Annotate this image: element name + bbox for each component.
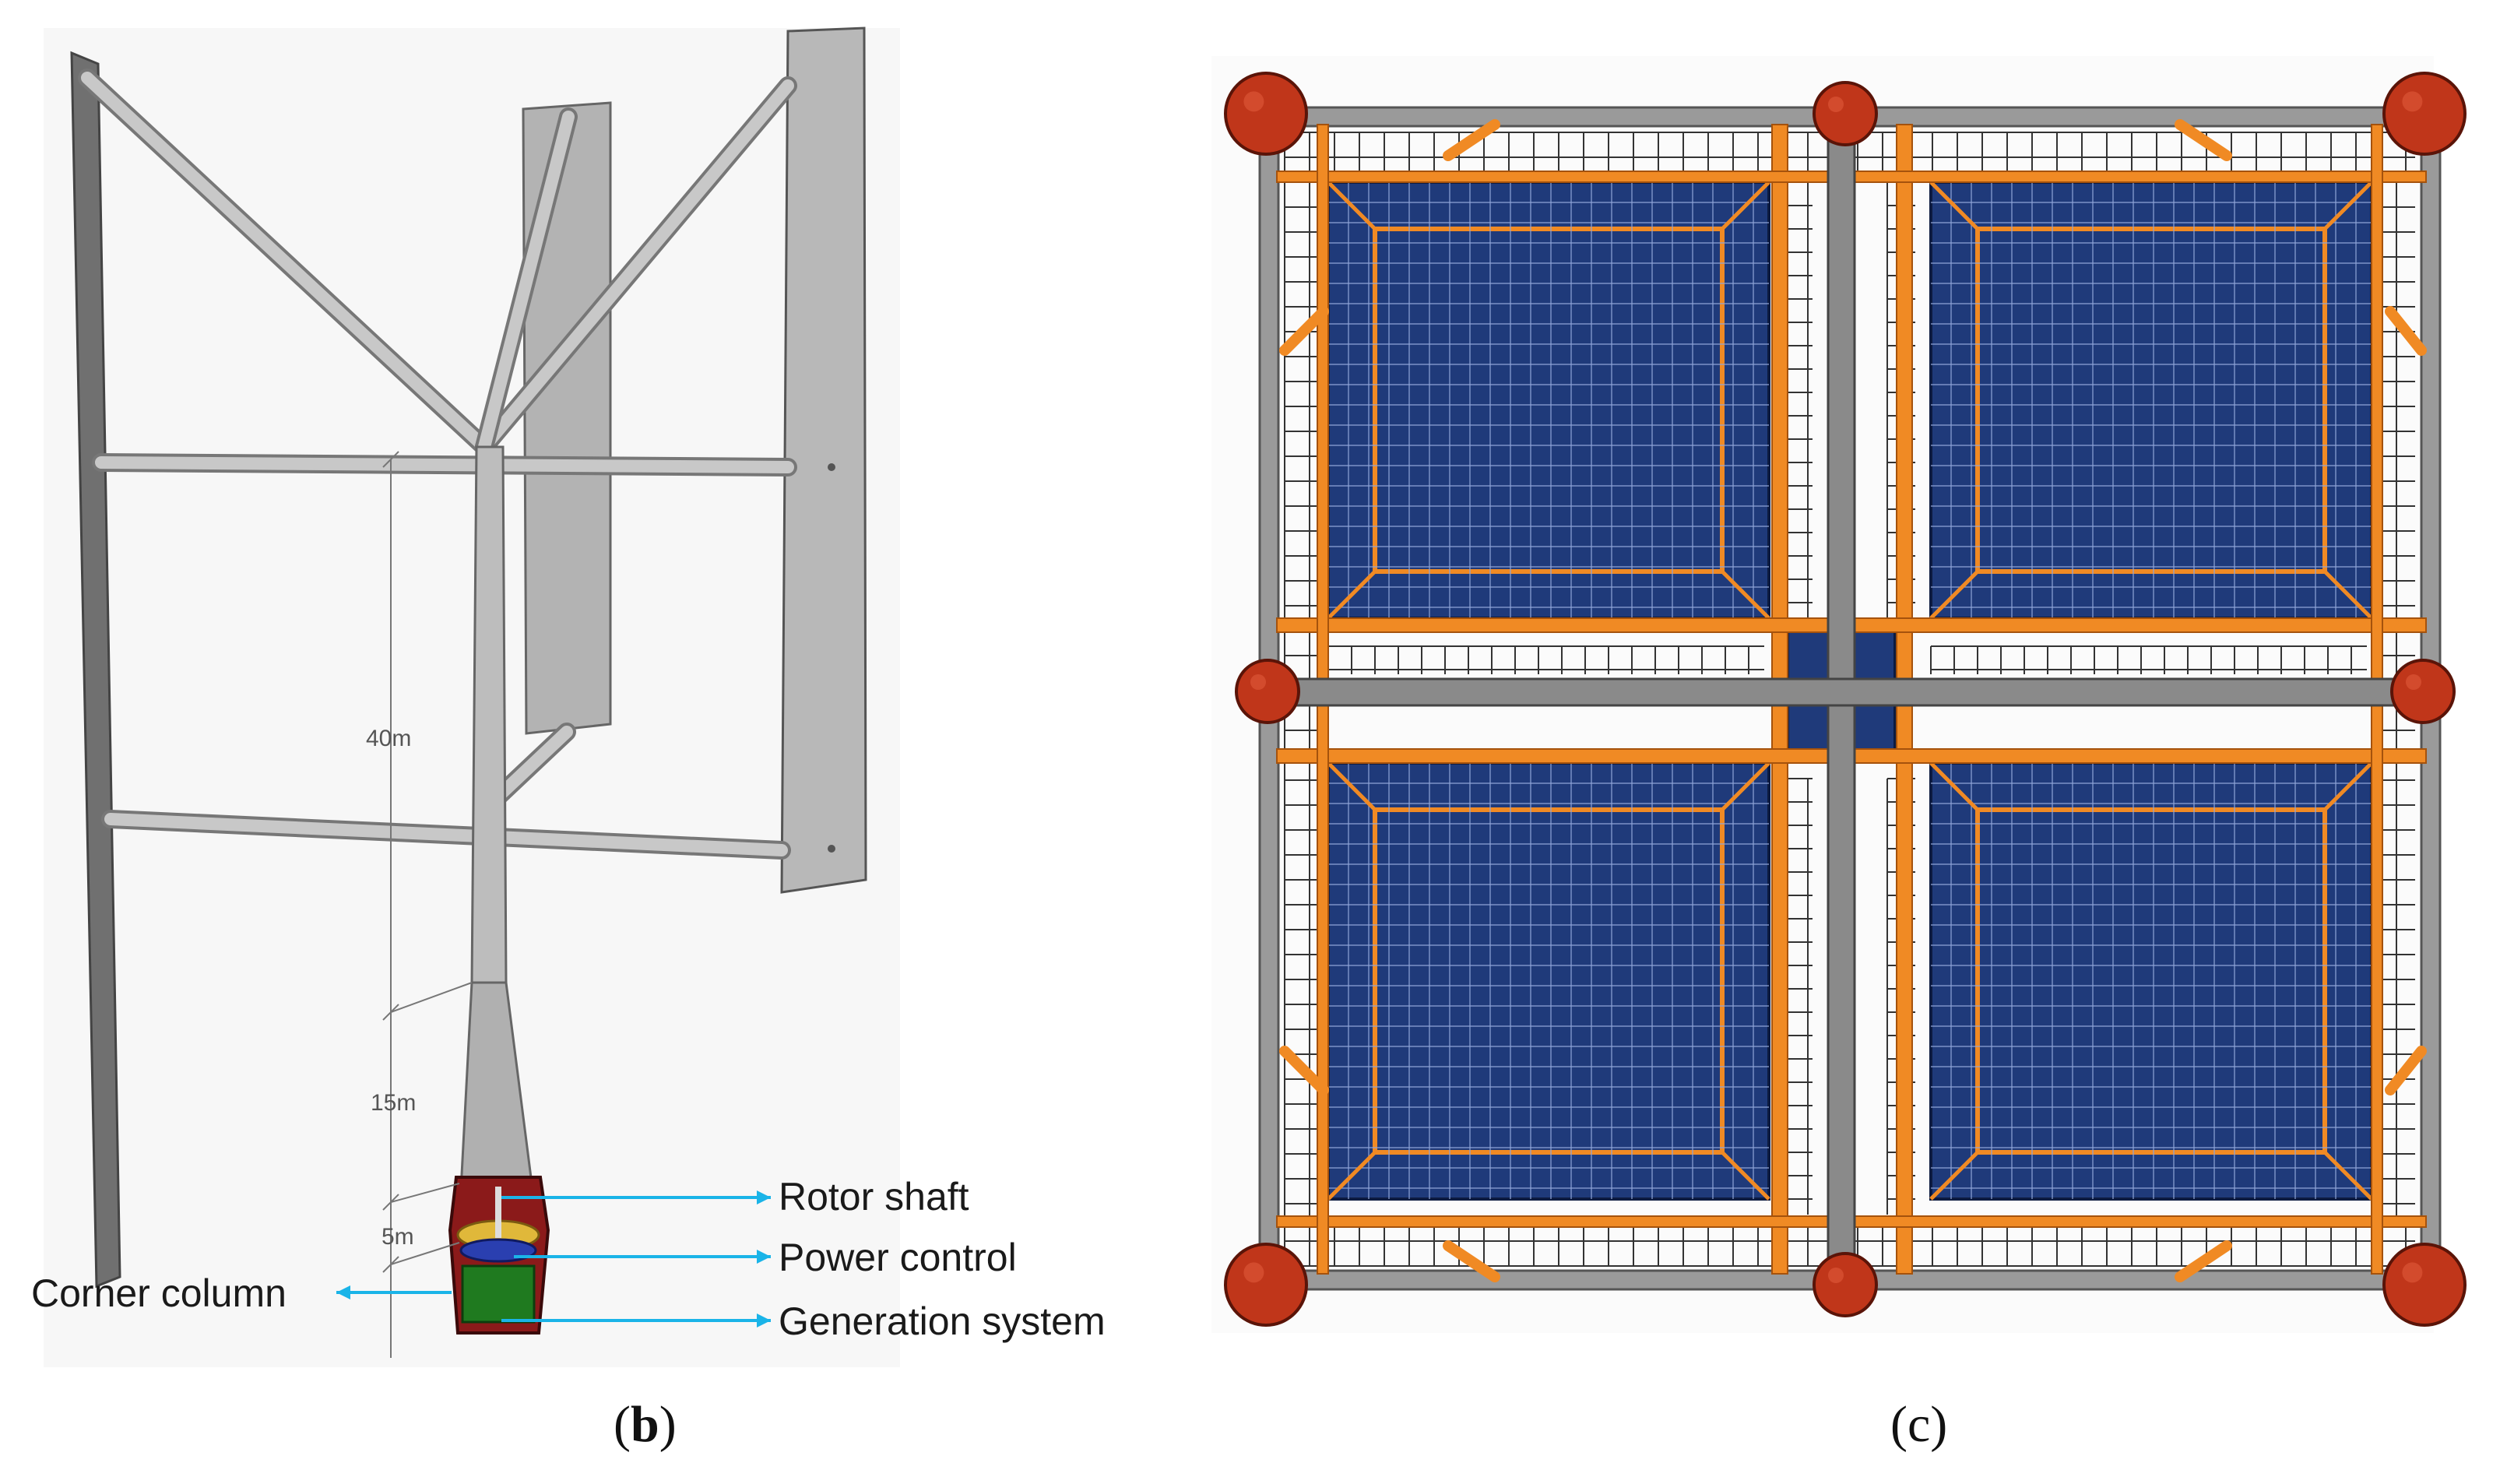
float-corner-bottom-right — [2382, 1243, 2467, 1327]
solar-array-top-left-tie-tl — [1327, 181, 1377, 230]
solar-array-top-left-inner-frame — [1373, 227, 1725, 574]
brace-left-bottom — [1279, 1046, 1329, 1095]
float-corner-bottom-right-highlight — [2402, 1262, 2423, 1283]
solar-array-bottom-right-cell-grid — [1931, 763, 2372, 1199]
float-corner-top-left — [1224, 72, 1308, 156]
power-control-label: Power control — [779, 1236, 1017, 1279]
back-blade — [522, 101, 612, 735]
float-corner-bottom-left — [1224, 1243, 1308, 1327]
float-corner-top-right-highlight — [2402, 91, 2423, 112]
right-blade — [780, 26, 867, 894]
brace-bottom-right — [2175, 1240, 2232, 1282]
float-mid-top — [1813, 81, 1878, 146]
float-mid-left — [1235, 659, 1300, 724]
dimension-leader-15m — [390, 982, 473, 1013]
dimension-40m: 40m — [366, 726, 412, 751]
blade-bolt-lower — [828, 845, 835, 853]
brace-bottom-left — [1443, 1240, 1500, 1282]
dimension-15m: 15m — [371, 1090, 417, 1116]
caption-b-letter: b — [630, 1396, 659, 1453]
mesh-net-center-left — [1327, 645, 1764, 674]
corner-column-arrow-head — [336, 1285, 350, 1299]
gray-truss-horizontal — [1275, 677, 2428, 707]
brace-right-bottom — [2385, 1046, 2427, 1095]
solar-array-top-right — [1929, 181, 2373, 620]
blade-bolt-upper — [828, 463, 835, 471]
dimension-tick-top — [382, 451, 399, 468]
solar-array-top-left — [1327, 181, 1770, 620]
strut-upper-left-diagonal-highlight — [81, 72, 490, 453]
float-mid-right — [2390, 659, 2456, 724]
strut-upper-back-diagonal-highlight — [478, 111, 575, 453]
brace-top-left — [1443, 119, 1500, 161]
brace-top-right — [2175, 119, 2232, 161]
solar-array-top-right-inner-frame — [1975, 227, 2327, 574]
solar-array-bottom-right-tie-br — [2323, 1151, 2373, 1201]
dimension-5m: 5m — [382, 1224, 414, 1250]
solar-array-bottom-left-tie-bl — [1327, 1151, 1377, 1201]
rotor-shaft-label: Rotor shaft — [779, 1175, 969, 1218]
float-corner-bottom-left-highlight — [1243, 1262, 1264, 1283]
solar-array-top-left-tie-tr — [1721, 181, 1770, 230]
generation-system-label: Generation system — [779, 1299, 1106, 1343]
solar-array-top-right-tie-tl — [1929, 181, 1979, 230]
solar-array-top-right-tie-bl — [1929, 570, 1979, 620]
solar-array-top-right-tie-tr — [2323, 181, 2373, 230]
solar-array-top-left-tie-br — [1721, 570, 1770, 620]
caption-c: (c) — [1890, 1396, 1948, 1453]
mesh-net-center-right — [1930, 645, 2367, 674]
brace-right-top — [2385, 306, 2427, 356]
generation-system-arrow-head — [757, 1313, 771, 1328]
caption-b: (b) — [614, 1395, 677, 1454]
left-blade — [70, 51, 121, 1289]
solar-array-top-right-cell-grid — [1931, 182, 2372, 618]
caption-b-close: ) — [659, 1396, 677, 1453]
solar-array-bottom-right — [1929, 761, 2373, 1201]
float-mid-bottom-highlight — [1828, 1268, 1844, 1283]
float-mid-left-highlight — [1250, 674, 1266, 690]
solar-array-bottom-left-tie-tr — [1721, 761, 1770, 811]
strut-lower-horizontal-highlight — [104, 813, 788, 856]
solar-array-bottom-left-inner-frame — [1373, 807, 1725, 1155]
float-mid-right-highlight — [2406, 674, 2421, 690]
solar-array-top-left-cell-grid — [1328, 182, 1769, 618]
solar-array-top-right-tie-br — [2323, 570, 2373, 620]
solar-array-bottom-left-tie-tl — [1327, 761, 1377, 811]
solar-array-top-left-tie-bl — [1327, 570, 1377, 620]
solar-array-bottom-right-tie-tl — [1929, 761, 1979, 811]
dimension-leader-5m-top — [390, 1183, 460, 1203]
float-corner-top-left-highlight — [1243, 91, 1264, 112]
dimension-leader-5m-bottom — [390, 1242, 460, 1265]
corner-column-label: Corner column — [31, 1271, 287, 1315]
power-control-arrow-head — [757, 1250, 771, 1264]
caption-b-open: ( — [614, 1396, 631, 1453]
solar-array-bottom-left-tie-br — [1721, 1151, 1770, 1201]
solar-array-bottom-right-inner-frame — [1975, 807, 2327, 1155]
float-mid-bottom — [1813, 1252, 1878, 1317]
float-mid-top-highlight — [1828, 97, 1844, 112]
solar-array-bottom-right-tie-bl — [1929, 1151, 1979, 1201]
solar-array-bottom-left-cell-grid — [1328, 763, 1769, 1199]
strut-upper-right-diagonal-highlight — [478, 79, 794, 453]
float-corner-top-right — [2382, 72, 2467, 156]
solar-array-bottom-right-tie-tr — [2323, 761, 2373, 811]
strut-upper-horizontal-highlight — [95, 456, 794, 473]
generation-system-unit — [461, 1264, 536, 1324]
solar-array-bottom-left — [1327, 761, 1770, 1201]
brace-left-top — [1279, 306, 1329, 356]
rotor-shaft-arrow-head — [757, 1190, 771, 1204]
